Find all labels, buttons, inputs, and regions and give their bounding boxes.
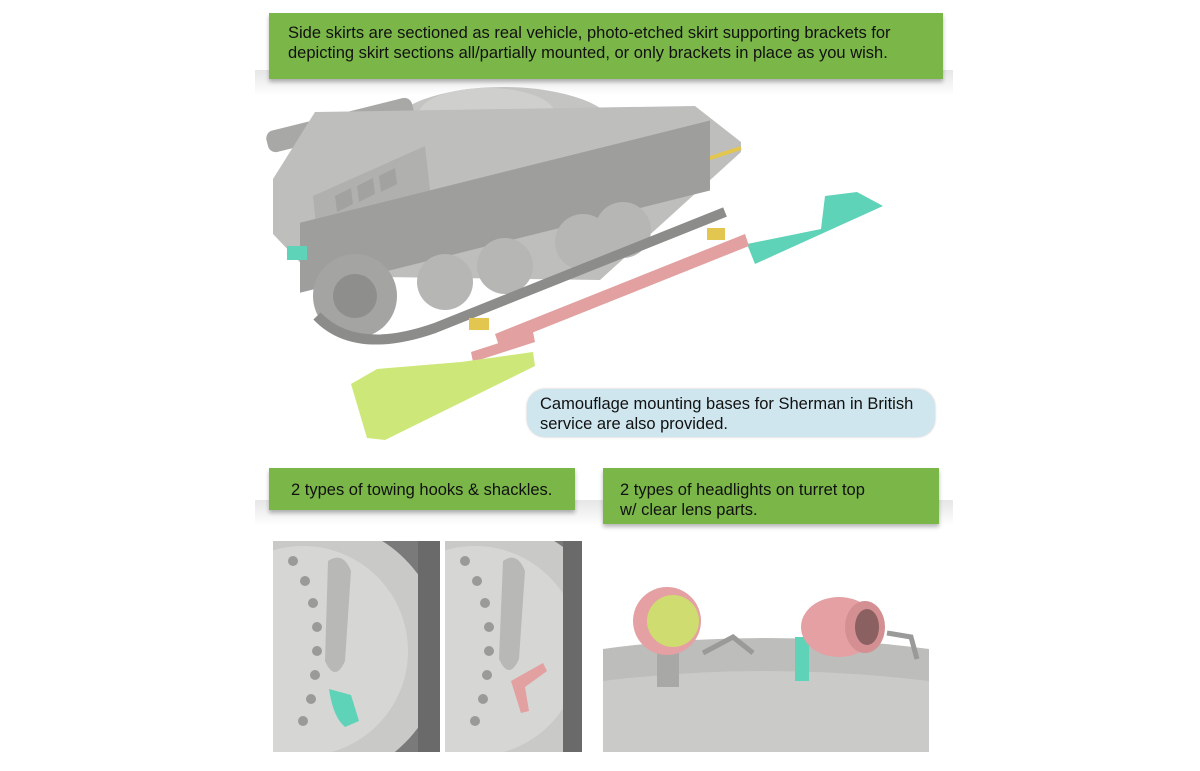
grab-handle bbox=[886, 630, 920, 660]
headlight-mount-left bbox=[657, 651, 679, 687]
pink-shackle bbox=[511, 663, 547, 713]
hub-bolts bbox=[460, 556, 494, 726]
towing-hook-photo-pink bbox=[445, 541, 582, 752]
side-skirts-line-1: Side skirts are sectioned as real vehicl… bbox=[288, 24, 891, 42]
side-skirts-line-2: depicting skirt sections all/partially m… bbox=[288, 44, 888, 62]
headlights-line-1: 2 types of headlights on turret top bbox=[620, 481, 865, 499]
skirt-middle-end bbox=[471, 332, 535, 362]
skirt-front-section bbox=[351, 352, 535, 440]
hook-arm bbox=[499, 557, 525, 670]
headlights-banner: 2 types of headlights on turret top w/ c… bbox=[603, 468, 939, 524]
road-wheel bbox=[477, 238, 533, 294]
etched-bracket bbox=[707, 228, 725, 240]
tank-side-skirts-render bbox=[266, 87, 883, 440]
teal-towing-hook bbox=[329, 689, 359, 727]
track-links bbox=[563, 541, 582, 752]
skirt-middle-section bbox=[495, 234, 749, 346]
camouflage-callout: Camouflage mounting bases for Sherman in… bbox=[527, 389, 935, 437]
grab-handle bbox=[701, 634, 755, 656]
hub-bolts bbox=[288, 556, 322, 726]
product-panel: Side skirts are sectioned as real vehicl… bbox=[255, 0, 953, 771]
sprocket-hub bbox=[333, 274, 377, 318]
clear-lens-left bbox=[647, 595, 699, 647]
towing-hooks-text: 2 types of towing hooks & shackles. bbox=[291, 481, 553, 499]
suspension-frame bbox=[300, 120, 710, 293]
track-links bbox=[418, 541, 440, 752]
teal-bracket bbox=[287, 246, 307, 260]
turret-roof-front bbox=[603, 671, 929, 752]
teal-headlight-mount bbox=[795, 637, 809, 681]
track bbox=[313, 207, 727, 345]
towing-hook-photo-teal bbox=[273, 541, 440, 752]
etched-bracket bbox=[469, 318, 489, 330]
headlight-lens-right bbox=[855, 609, 879, 645]
hook-arm bbox=[325, 557, 351, 672]
road-wheel bbox=[417, 254, 473, 310]
camouflage-line-1: Camouflage mounting bases for Sherman in… bbox=[540, 395, 914, 413]
camouflage-line-2: service are also provided. bbox=[540, 415, 729, 433]
hull-front-details bbox=[335, 168, 397, 212]
headlights-line-2: w/ clear lens parts. bbox=[620, 501, 758, 519]
towing-hooks-banner: 2 types of towing hooks & shackles. bbox=[269, 468, 575, 510]
headlights-photo bbox=[603, 541, 929, 752]
side-skirts-banner: Side skirts are sectioned as real vehicl… bbox=[269, 13, 943, 79]
skirt-rear-section bbox=[747, 192, 883, 264]
